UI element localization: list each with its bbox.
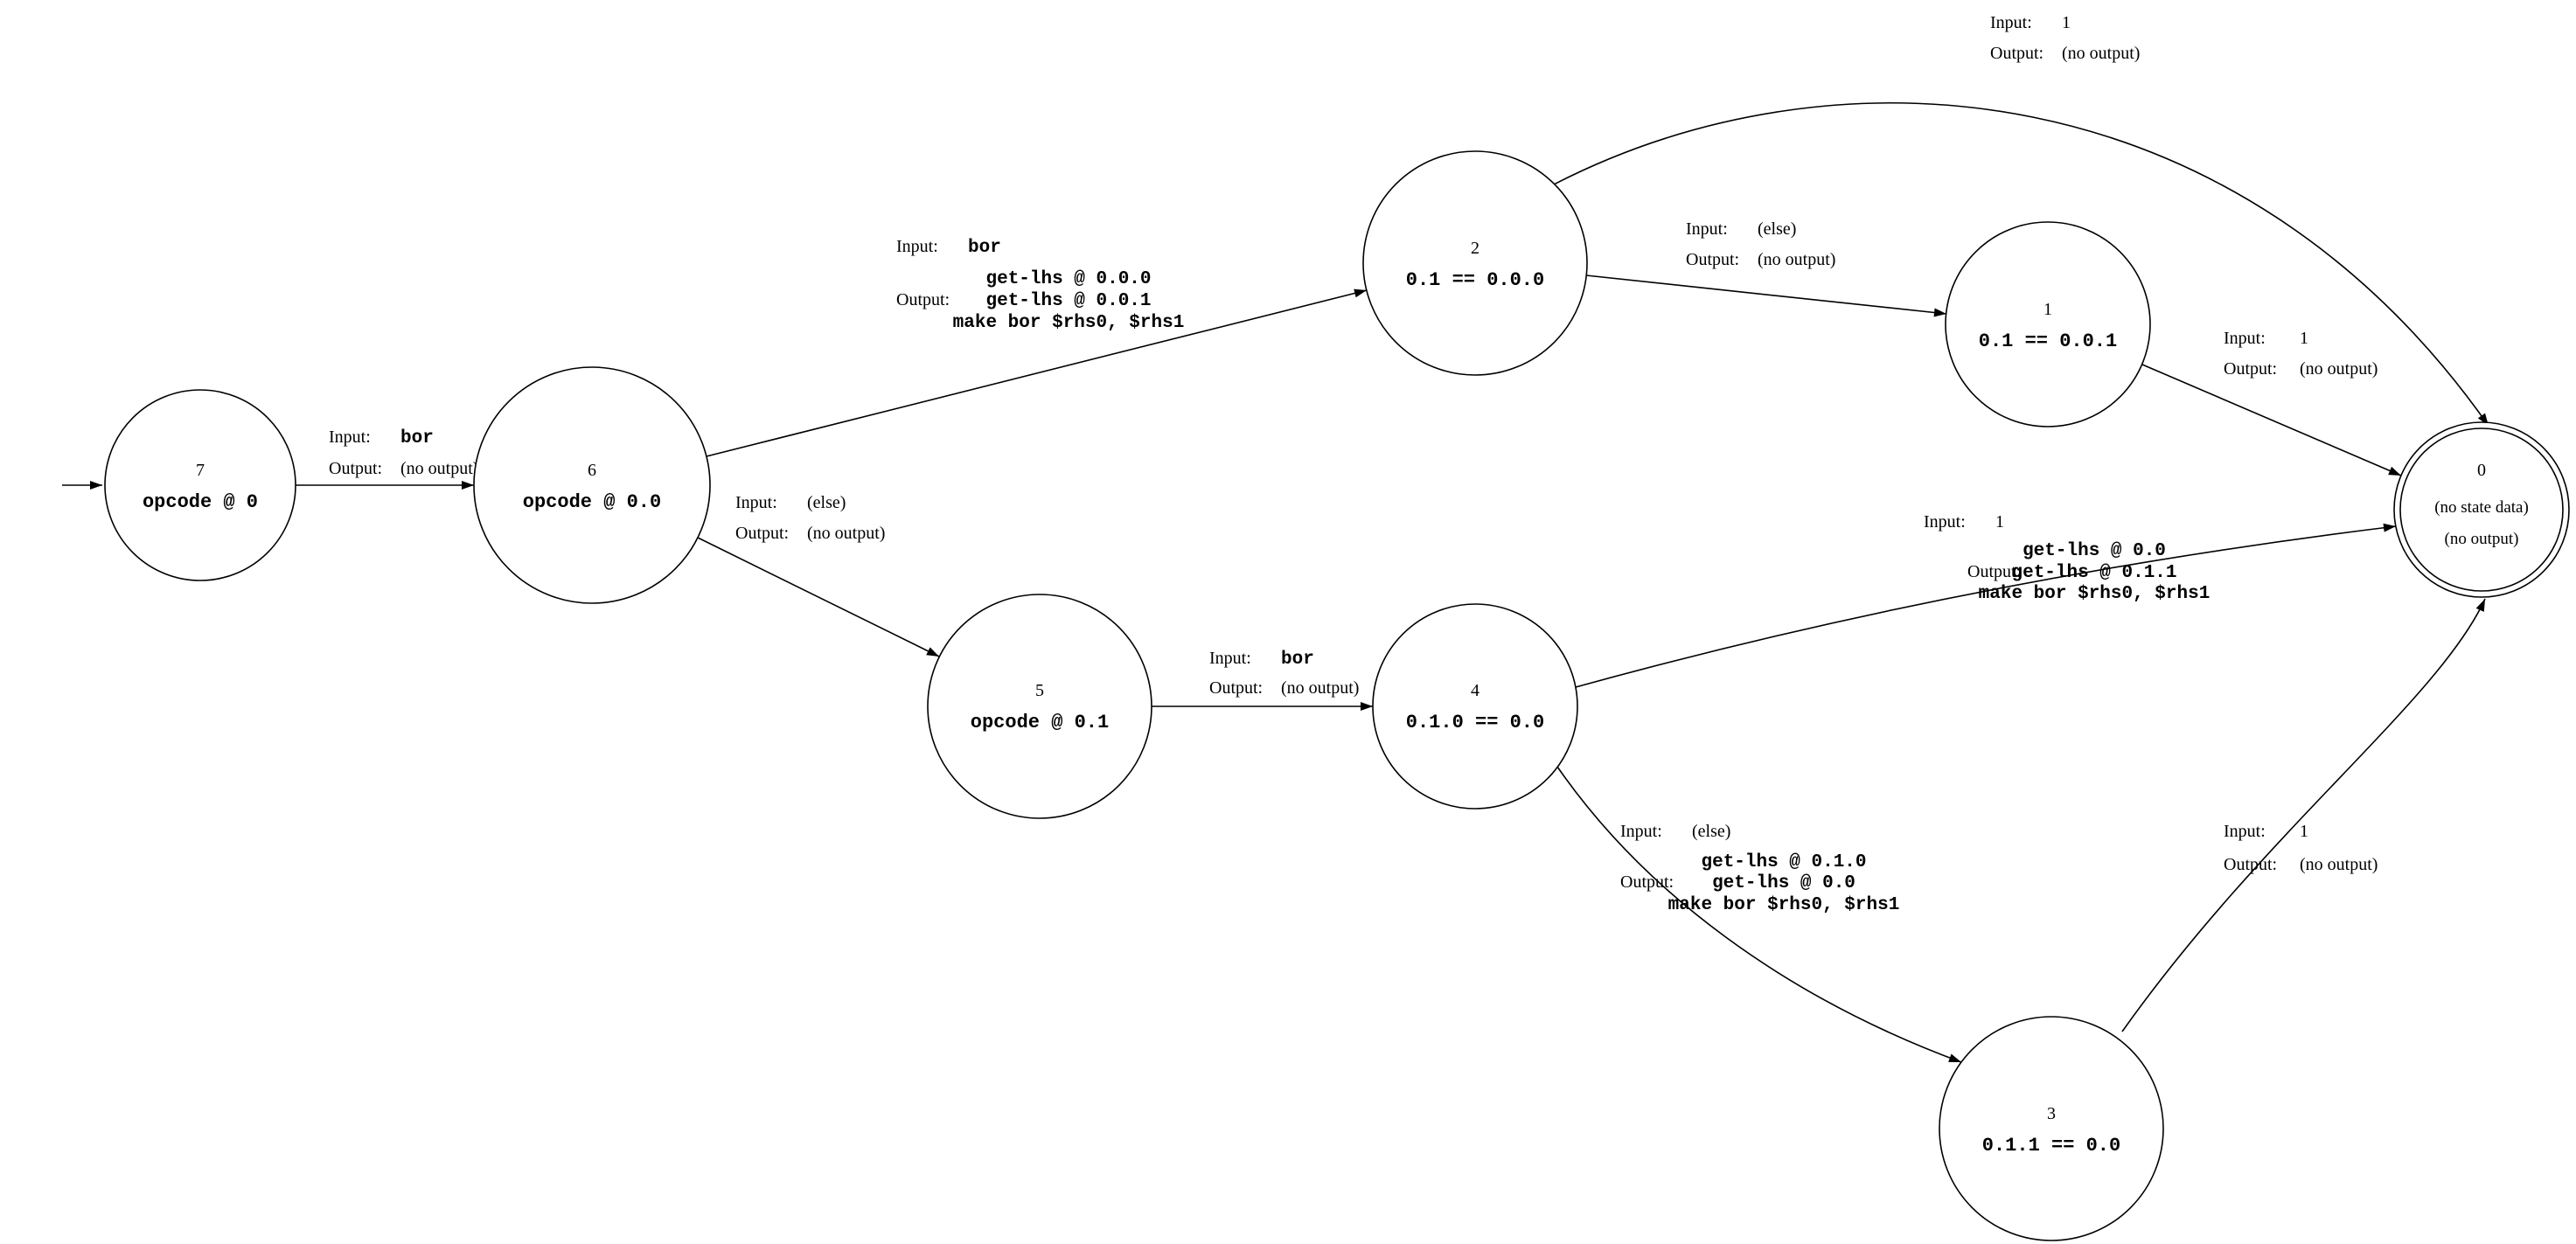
transition-6-5: Input: (else) Output: (no output) [697,493,940,657]
transition-7-6: Input: bor Output: (no output) [296,427,478,490]
state-node-3: 3 0.1.1 == 0.0 [1939,1016,2164,1241]
transition-4-0: Input: 1 get-lhs @ 0.0 Output: get-lhs @… [1575,512,2397,688]
state-node-0: 0 (no state data) (no output) [2393,421,2570,598]
transition-6-5-output-label: Output: [735,524,789,543]
transition-6-2-line [706,288,1368,457]
state-2-circle [1362,150,1588,376]
state-node-1: 1 0.1 == 0.0.1 [1945,221,2151,427]
transition-2-0-output-value: (no output) [2062,44,2140,63]
transition-5-4-input-label: Input: [1209,649,1251,668]
transition-2-0-input-label: Input: [1990,13,2032,32]
state-node-4: 4 0.1.0 == 0.0 [1372,603,1578,810]
state-2-data-label: 0.1 == 0.0.0 [1406,269,1544,291]
transition-6-2-output-line3: make bor $rhs0, $rhs1 [953,313,1185,333]
transition-5-4-output-label: Output: [1209,678,1263,698]
transition-4-0-output-line3: make bor $rhs0, $rhs1 [1979,584,2210,604]
transition-1-0: Input: 1 Output: (no output) [2141,329,2402,476]
transition-6-2-output-label: Output: [896,290,950,309]
state-4-number: 4 [1471,681,1479,700]
transition-5-4-output-value: (no output) [1281,678,1359,698]
transition-6-5-input-label: Input: [735,493,777,512]
state-5-circle [927,594,1152,819]
state-node-7: 7 opcode @ 0 [104,389,296,581]
state-0-number: 0 [2477,461,2486,480]
transition-2-1-input-value: (else) [1758,219,1796,239]
state-node-6: 6 opcode @ 0.0 [473,366,711,604]
state-1-data-label: 0.1 == 0.0.1 [1979,330,2117,352]
transition-1-0-line [2141,364,2402,476]
transition-5-4: Input: bor Output: (no output) [1152,649,1373,711]
state-5-data-label: opcode @ 0.1 [971,712,1109,733]
transition-4-0-output-line2: get-lhs @ 0.1.1 [2011,563,2176,583]
transition-4-3-output-line1: get-lhs @ 0.1.0 [1701,852,1866,872]
transition-2-1-output-value: (no output) [1758,250,1835,269]
transition-4-3: Input: (else) get-lhs @ 0.1.0 Output: ge… [1556,766,1962,1063]
transition-7-6-input-label: Input: [329,427,371,447]
state-7-data-label: opcode @ 0 [143,491,258,513]
transition-7-6-output-label: Output: [329,459,382,478]
state-2-number: 2 [1471,239,1479,258]
transition-2-0-output-label: Output: [1990,44,2043,63]
transition-2-0-input-value: 1 [2062,13,2071,32]
transition-1-0-output-label: Output: [2224,359,2277,379]
transition-2-1-output-label: Output: [1686,250,1739,269]
state-0-inner-circle [2399,427,2564,592]
state-6-circle [473,366,711,604]
transition-7-6-input-value: bor [400,428,434,448]
transition-2-1-line [1585,275,1947,317]
state-0-data-line1: (no state data) [2434,498,2529,517]
state-4-circle [1372,603,1578,810]
transition-4-3-output-line3: make bor $rhs0, $rhs1 [1668,895,1900,915]
transition-3-0-input-label: Input: [2224,822,2266,841]
transition-1-0-output-value: (no output) [2300,359,2378,379]
transition-3-0-input-value: 1 [2300,822,2308,841]
transition-6-2-input-value: bor [968,238,1001,258]
transition-6-5-input-value: (else) [807,493,846,512]
state-6-data-label: opcode @ 0.0 [523,491,661,513]
state-node-5: 5 opcode @ 0.1 [927,594,1152,819]
transition-2-1-input-label: Input: [1686,219,1728,239]
transition-4-0-line [1575,523,2397,688]
state-3-data-label: 0.1.1 == 0.0 [1982,1135,2120,1157]
transition-5-4-input-value: bor [1281,650,1314,670]
transition-3-0-output-value: (no output) [2300,855,2378,874]
transition-6-5-output-value: (no output) [807,524,885,543]
state-node-2: 2 0.1 == 0.0.0 [1362,150,1588,376]
transition-6-2: Input: bor get-lhs @ 0.0.0 Output: get-l… [706,237,1368,457]
state-3-number: 3 [2047,1104,2056,1123]
transition-3-0-output-label: Output: [2224,855,2277,874]
transition-4-0-output-line1: get-lhs @ 0.0 [2023,541,2166,561]
state-6-number: 6 [588,461,596,480]
state-7-circle [104,389,296,581]
state-1-number: 1 [2043,300,2052,319]
transition-3-0-line [2121,598,2486,1032]
transition-1-0-input-value: 1 [2300,329,2308,348]
transition-6-2-output-line2: get-lhs @ 0.0.1 [985,291,1151,311]
transition-6-2-input-label: Input: [896,237,938,256]
transition-6-2-output-line1: get-lhs @ 0.0.0 [985,269,1151,289]
transition-2-0: Input: 1 Output: (no output) [1553,13,2489,427]
transition-4-3-input-label: Input: [1620,822,1662,841]
state-5-number: 5 [1035,681,1044,700]
transition-4-0-output-label: Output: [1967,562,2021,581]
state-7-number: 7 [196,461,205,480]
transition-3-0: Input: 1 Output: (no output) [2121,598,2486,1032]
transition-4-3-output-line2: get-lhs @ 0.0 [1712,873,1855,893]
transition-2-1: Input: (else) Output: (no output) [1585,219,1947,317]
transition-4-0-input-label: Input: [1924,512,1966,532]
transition-4-0-input-value: 1 [1995,512,2004,532]
state-0-data-line2: (no output) [2445,530,2519,548]
state-4-data-label: 0.1.0 == 0.0 [1406,712,1544,733]
transition-2-0-line [1553,102,2489,427]
state-3-circle [1939,1016,2164,1241]
transition-7-6-output-value: (no output) [400,459,478,478]
transition-4-3-input-value: (else) [1692,822,1730,841]
transition-4-3-line [1556,766,1962,1063]
transition-1-0-input-label: Input: [2224,329,2266,348]
transition-6-5-line [697,537,940,657]
transition-4-3-output-label: Output: [1620,872,1674,892]
state-1-circle [1945,221,2151,427]
